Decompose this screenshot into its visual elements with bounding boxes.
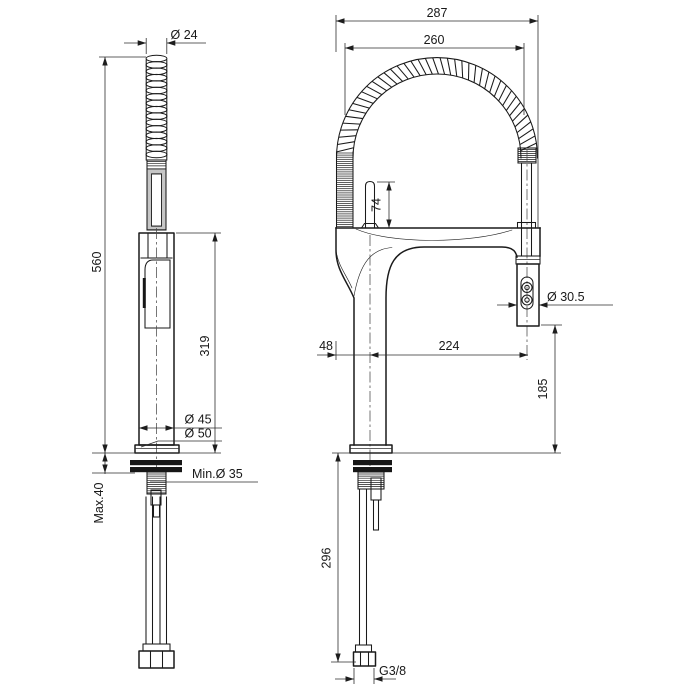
- dim-label-spring-dia: Ø 24: [171, 28, 198, 42]
- dim-label-body-dia: Ø 45: [185, 413, 212, 427]
- dim-handspray-dia: Ø 30.5: [497, 290, 613, 306]
- dim-label-base-dia: Ø 50: [185, 427, 212, 441]
- dim-spring-outer-dia: Ø 24: [124, 28, 206, 54]
- dim-label-clearance: 185: [536, 379, 550, 400]
- handle-lever-edge: [142, 278, 146, 308]
- hose-nut-front: [352, 651, 377, 667]
- joystick-lever: [364, 180, 376, 229]
- spring-leg-coils: [337, 152, 353, 227]
- dim-min-hole-dia: Min.Ø 35: [150, 467, 258, 483]
- dim-label-rear-offset: 48: [319, 339, 333, 353]
- front-view-dimensions: 287 260 74 Ø 30.5 48 224 185: [102, 6, 613, 684]
- handspray-holder: [516, 263, 540, 327]
- threaded-shank: [146, 471, 167, 495]
- dim-label-handspray-dia: Ø 30.5: [547, 290, 585, 304]
- side-view-dimensions: Ø 24 560 319 Max.40 Ø 45 Ø 50 Min.Ø 35: [90, 28, 258, 524]
- spring-arch-coils: [336, 57, 537, 153]
- dim-label-spout-reach: 224: [439, 339, 460, 353]
- dim-body-dia: Ø 45: [139, 413, 222, 429]
- side-view: [130, 54, 182, 669]
- dim-label-hose-length: 296: [320, 548, 334, 569]
- dimension-arrowheads: [102, 18, 558, 682]
- dim-label-min-hole: Min.Ø 35: [192, 467, 243, 481]
- spring-arch-inner: [352, 73, 522, 159]
- dim-total-height: 560: [90, 56, 221, 474]
- dim-connection-thread: G3/8: [335, 664, 406, 684]
- spring-end-band: [147, 161, 166, 167]
- dim-spout-height: 319: [176, 232, 221, 453]
- gasket: [353, 460, 392, 466]
- handspray-hose-tube: [520, 162, 533, 229]
- pullout-hose: [358, 488, 368, 646]
- front-view: [332, 56, 561, 667]
- dim-hose-length: 296: [320, 453, 356, 663]
- mixer-handle: [144, 259, 171, 329]
- body-back-edge: [335, 227, 355, 446]
- dim-spring-span: 260: [344, 33, 525, 115]
- dim-label-total-height: 560: [90, 252, 104, 273]
- spring-arch-outer: [335, 56, 539, 159]
- dim-label-max-deck: Max.40: [92, 482, 106, 523]
- dim-label-spout-height: 319: [198, 336, 212, 357]
- spray-button: [521, 281, 533, 294]
- dim-handspray-clearance: 185: [536, 324, 562, 453]
- hose-nut: [138, 650, 175, 669]
- spray-button: [521, 294, 533, 306]
- dim-label-overall-width: 287: [427, 6, 448, 20]
- spring-coil: [145, 54, 168, 159]
- base-flange-front: [349, 444, 393, 454]
- dim-overall-width: 287: [335, 6, 539, 228]
- dim-base-dia: Ø 50: [140, 427, 222, 448]
- base-flange: [134, 444, 180, 454]
- dim-rear-offset-and-reach: 48 224: [317, 339, 528, 360]
- body-front-edge: [385, 246, 518, 446]
- dim-label-lever-height: 74: [370, 198, 384, 212]
- dim-label-spring-span: 260: [424, 33, 445, 47]
- gasket: [353, 467, 392, 473]
- gasket: [130, 467, 182, 473]
- gasket: [130, 460, 182, 466]
- spray-button-slot: [520, 276, 534, 310]
- supply-hoses: [145, 496, 168, 645]
- holder-ring: [515, 255, 541, 265]
- dim-label-thread: G3/8: [379, 664, 406, 678]
- dim-max-deck-thickness: Max.40: [92, 472, 135, 524]
